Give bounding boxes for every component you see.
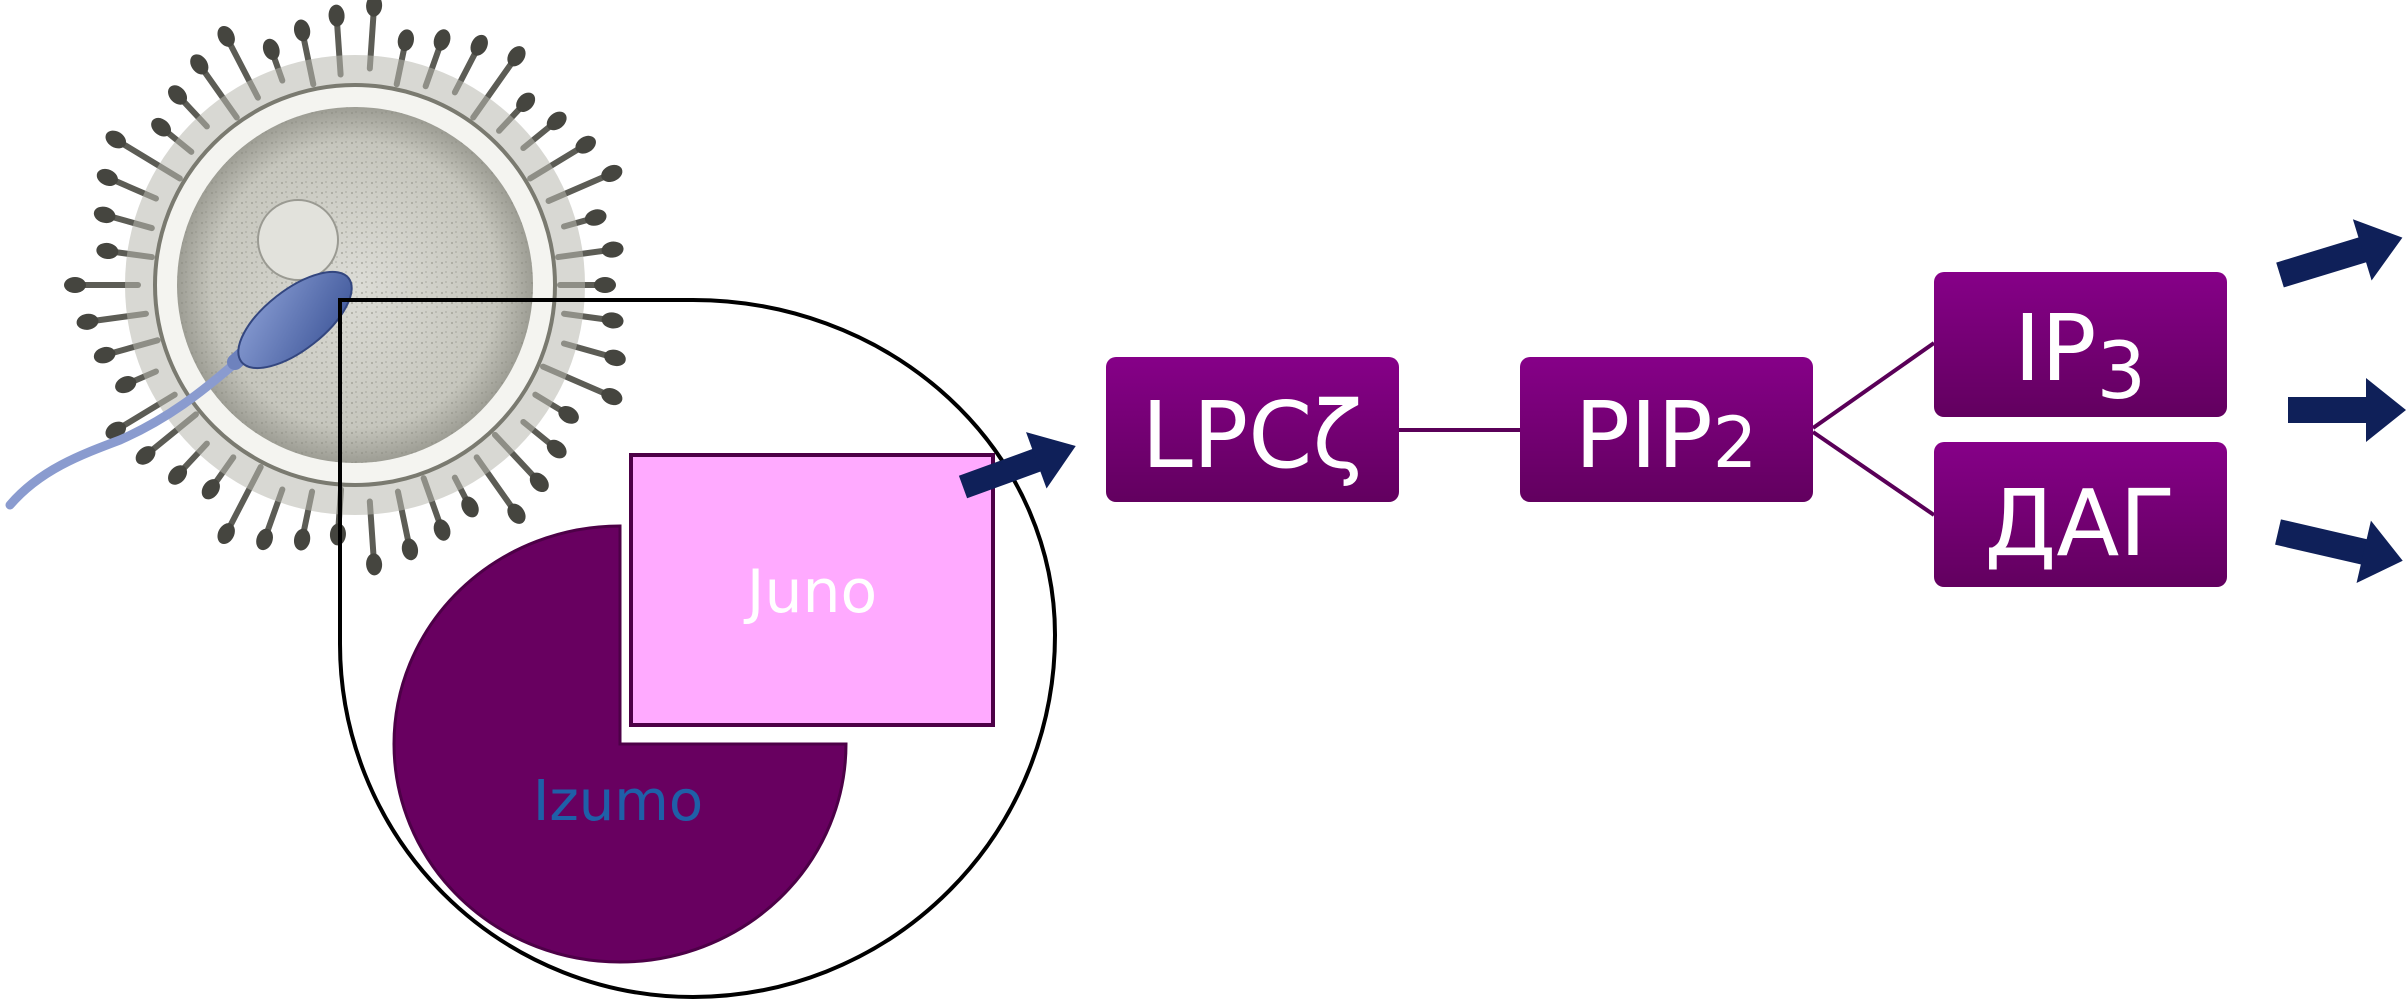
connector-pip2-ip3 [1811, 341, 1936, 430]
corona-cell [584, 209, 607, 226]
corona-cell [601, 164, 623, 182]
zoom-callout-frame [338, 298, 1058, 1000]
node-ip3-subscript: 3 [2096, 327, 2146, 417]
node-pip2-base: PIP [1575, 382, 1713, 489]
corona-cell [401, 538, 419, 561]
corona-cell [190, 54, 209, 75]
nucleus [257, 199, 339, 281]
node-ip3: IP3 [1934, 272, 2227, 417]
node-dag-label: ДАГ [1985, 470, 2176, 577]
node-pip2-subscript: 2 [1713, 402, 1758, 484]
corona-cell [601, 241, 624, 258]
juno-label: Juno [743, 557, 877, 627]
juno-shape [629, 453, 995, 727]
sperm-head [237, 270, 353, 370]
corona-cell [76, 313, 99, 330]
corona-cell [262, 38, 280, 61]
corona-cell [397, 29, 415, 52]
node-pip2: PIP2 [1520, 357, 1813, 502]
node-ip3-base: IP [2014, 295, 2097, 402]
corona-cell [168, 465, 188, 485]
node-lpc-label: LPCζ [1141, 382, 1362, 489]
node-dag: ДАГ [1934, 442, 2227, 587]
corona-cell [217, 25, 235, 47]
corona-cell [507, 46, 526, 67]
corona-cell [366, 553, 383, 576]
corona-cell [546, 111, 567, 131]
corona-cell [470, 34, 488, 56]
corona-cells [64, 0, 626, 576]
corona-cell [516, 92, 536, 113]
connector-pip2-dag [1811, 430, 1936, 517]
corona-cell [604, 349, 626, 367]
izumo-label: Izumo [533, 769, 703, 834]
corona-cell [433, 519, 451, 541]
corona-cell [558, 405, 579, 424]
egg-illustration [64, 0, 626, 576]
corona-cell [93, 206, 116, 224]
corona-cell [96, 168, 118, 186]
corona-cell [594, 277, 616, 293]
corona-cell [601, 388, 623, 406]
corona-cell [529, 472, 549, 493]
corona-cell [329, 523, 346, 546]
ooplasm-texture [177, 107, 533, 463]
corona-cell [575, 135, 596, 154]
arrow-out-top [2276, 219, 2403, 288]
corona-cell [135, 446, 156, 465]
corona-cell [96, 242, 119, 260]
corona-cell [461, 496, 479, 518]
corona-cell [366, 0, 383, 17]
izumo-shape [392, 524, 848, 964]
node-ip3-label: IP3 [2014, 295, 2146, 417]
node-lpc: LPCζ [1106, 357, 1399, 502]
corona-cell [64, 277, 86, 293]
arrow-out-bottom [2275, 519, 2403, 583]
corona-cell [256, 528, 273, 551]
corona-cell [293, 528, 311, 551]
corona-cell [328, 4, 345, 27]
corona-cell [546, 439, 567, 459]
arrow-juno-to-lpc [958, 432, 1076, 499]
corona-cell [105, 130, 127, 149]
node-pip2-label: PIP2 [1575, 382, 1758, 489]
sperm-tail [5, 345, 255, 510]
sperm-illustration [5, 270, 353, 510]
corona-cell [151, 117, 171, 137]
corona-cell [601, 312, 624, 329]
corona-cell [115, 376, 137, 394]
corona-cell [168, 85, 188, 105]
corona-cell [433, 29, 451, 51]
corona-cell [217, 523, 235, 545]
corona-cell [201, 479, 220, 500]
corona-cell [293, 19, 311, 42]
arrow-out-middle [2288, 378, 2406, 442]
corona-cell [93, 346, 116, 364]
corona-cell [507, 503, 526, 524]
